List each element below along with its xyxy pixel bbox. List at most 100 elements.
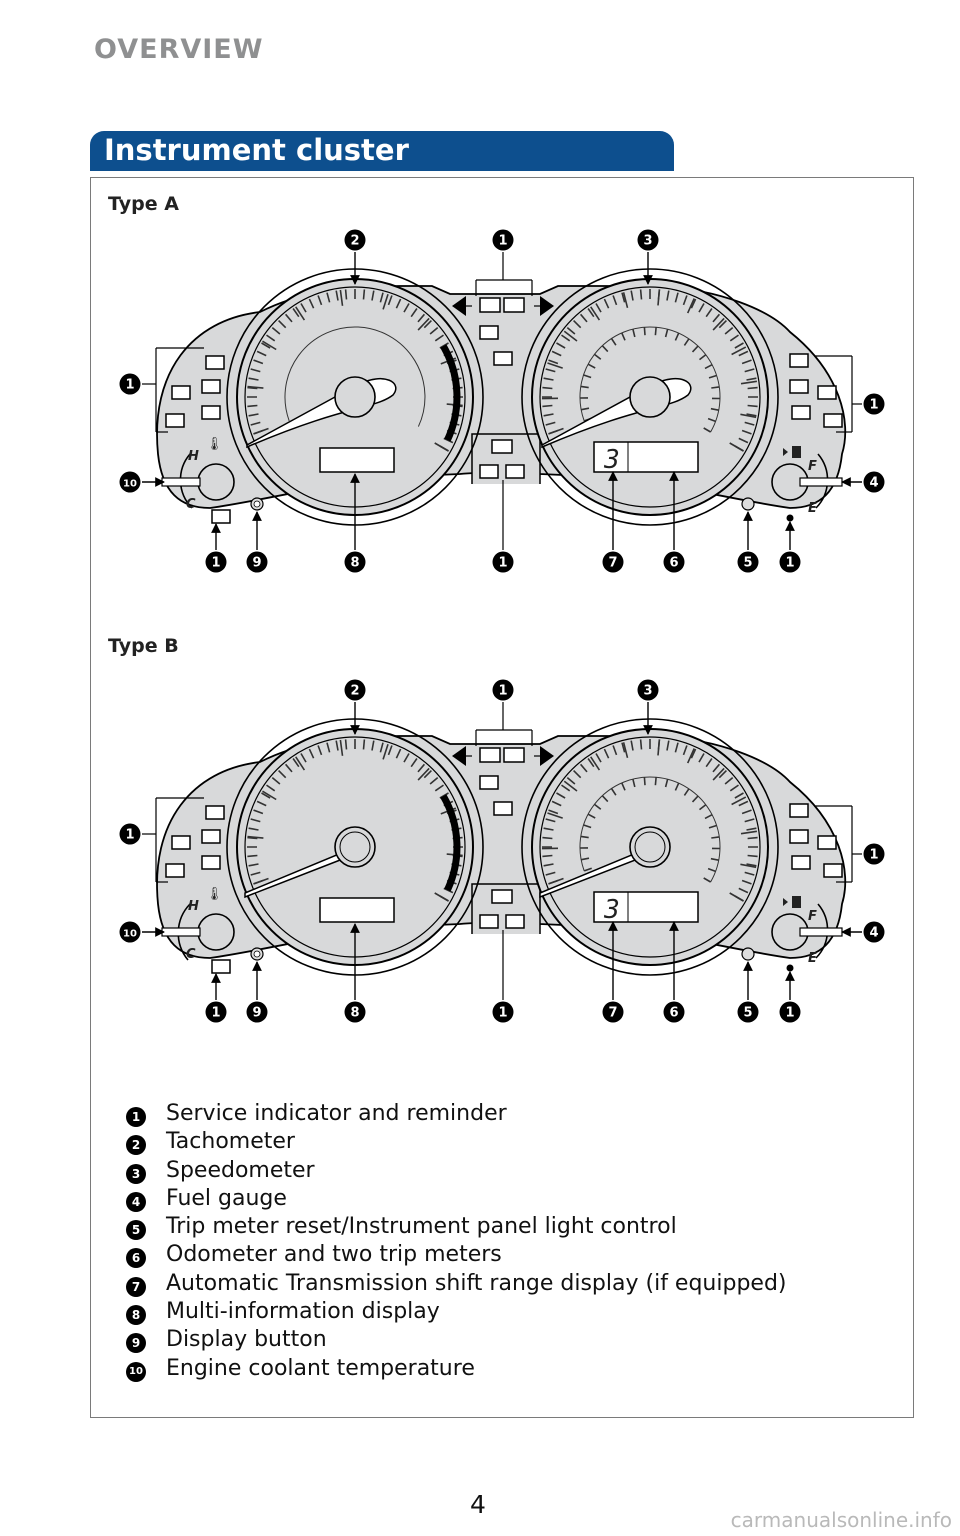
- tachometer-redline: [440, 794, 461, 892]
- speedometer-needle-hub: [629, 826, 671, 868]
- callout-badge: 1: [492, 551, 514, 573]
- temperature-gauge-hub: [197, 463, 235, 501]
- callout-badge-circle: [663, 551, 685, 573]
- callout-badge: 8: [344, 551, 366, 573]
- temperature-cold-letter: C: [186, 497, 196, 512]
- trip-reset-knob: [741, 497, 755, 511]
- legend-text: Display button: [166, 1327, 327, 1353]
- callout-badge-number: 3: [643, 234, 652, 249]
- callout-badge-number: 8: [350, 556, 359, 571]
- callout-badge: 1: [119, 823, 141, 845]
- indicator-light: [165, 413, 185, 428]
- callout-badge-number: 7: [608, 1006, 617, 1021]
- indicator-light: [789, 353, 809, 368]
- indicator-light: [201, 855, 221, 870]
- callout-badge: 3: [637, 229, 659, 251]
- shift-range-digit: 3: [603, 445, 620, 475]
- callout-badge: 5: [737, 1001, 759, 1023]
- odometer-display: [593, 891, 699, 923]
- legend-number-badge: 6: [126, 1248, 146, 1269]
- callout-badge: 1: [492, 1001, 514, 1023]
- callout-badge-number: 1: [785, 556, 794, 571]
- callout-badge-circle: [637, 679, 659, 701]
- callout-badge: 7: [602, 551, 624, 573]
- indicator-light: [493, 351, 513, 366]
- callout-badge-circle: [779, 1001, 801, 1023]
- speedometer-bezel: [521, 268, 779, 526]
- indicator-light: [789, 379, 809, 394]
- callout-badge-circle: [602, 551, 624, 573]
- callout-badge-circle: [863, 471, 885, 493]
- callout-badge-circle: [492, 551, 514, 573]
- speedometer-needle-hub: [629, 376, 671, 418]
- callout-badge-circle: [863, 393, 885, 415]
- fuel-full-letter: F: [808, 459, 817, 474]
- indicator-light: [205, 805, 225, 820]
- callout-badge: 10: [119, 471, 141, 493]
- callout-badge-number: 6: [669, 1006, 678, 1021]
- indicator-light: [205, 355, 225, 370]
- indicator-light: [817, 385, 837, 400]
- tachometer-needle-hub-inner: [339, 831, 371, 863]
- watermark: carmanualsonline.info: [730, 1508, 952, 1532]
- indicator-light: [479, 297, 501, 313]
- callout-badge-number: 4: [869, 476, 878, 491]
- speedometer-inner-ticks: [579, 777, 721, 883]
- indicator-light: [823, 863, 843, 878]
- callout-badge-circle: [492, 1001, 514, 1023]
- fuel-empty-letter: E: [808, 501, 817, 516]
- odometer-display: [593, 441, 699, 473]
- page-title: Instrument cluster: [104, 133, 409, 167]
- multi-information-display: [319, 897, 395, 923]
- legend-text: Engine coolant temperature: [166, 1355, 475, 1381]
- callout-badge-circle: [344, 679, 366, 701]
- callout-badge-circle: [863, 843, 885, 865]
- callout-badge-circle: [119, 823, 141, 845]
- speedometer-needle-hub-inner: [634, 831, 666, 863]
- callout-badge-number: 1: [869, 398, 878, 413]
- callout-badge-number: 1: [125, 828, 134, 843]
- legend-text: Automatic Transmission shift range displ…: [166, 1270, 787, 1296]
- callout-badge: 9: [246, 551, 268, 573]
- legend-text: Trip meter reset/Instrument panel light …: [166, 1214, 677, 1240]
- fuel-full-letter: F: [808, 909, 817, 924]
- temperature-needle: [161, 477, 201, 487]
- indicator-light: [171, 385, 191, 400]
- callout-badge-circle: [119, 373, 141, 395]
- indicator-light: [211, 959, 231, 974]
- callout-badge-circle: [492, 679, 514, 701]
- speedometer-major-ticks: [541, 289, 758, 452]
- fuel-needle: [799, 477, 843, 487]
- indicator-light: [505, 914, 525, 929]
- indicator-light: [201, 829, 221, 844]
- indicator-light: [789, 803, 809, 818]
- callout-badge-number: 1: [211, 556, 220, 571]
- trip-reset-knob: [741, 947, 755, 961]
- display-button-center: [253, 500, 261, 508]
- page-title-banner: Instrument cluster: [90, 131, 674, 171]
- indicator-light: [479, 747, 501, 763]
- callout-badge-number: 2: [350, 234, 359, 249]
- callout-badge: 5: [737, 551, 759, 573]
- callout-badge: 1: [779, 1001, 801, 1023]
- temperature-gauge: 🌡HC: [161, 886, 235, 962]
- speedometer-inner-arc: [579, 326, 721, 433]
- callout-badge: 1: [863, 393, 885, 415]
- page-number: 4: [470, 1490, 486, 1519]
- legend-number-badge: 3: [126, 1163, 146, 1184]
- legend-number-badge: 9: [126, 1333, 146, 1354]
- callout-badge-circle: [344, 551, 366, 573]
- speedometer-inner-arc: [579, 776, 721, 883]
- callout-badge-circle: [863, 921, 885, 943]
- callout-badge-number: 1: [125, 378, 134, 393]
- callout-badge: 8: [344, 1001, 366, 1023]
- callout-badge-number: 2: [350, 684, 359, 699]
- speedometer-ring: [539, 736, 761, 958]
- tachometer-redline: [440, 344, 461, 442]
- legend-number-badge: 4: [126, 1191, 146, 1212]
- callout-badge: 2: [344, 679, 366, 701]
- shift-range-digit: 3: [603, 895, 620, 925]
- fuel-empty-letter: E: [808, 951, 817, 966]
